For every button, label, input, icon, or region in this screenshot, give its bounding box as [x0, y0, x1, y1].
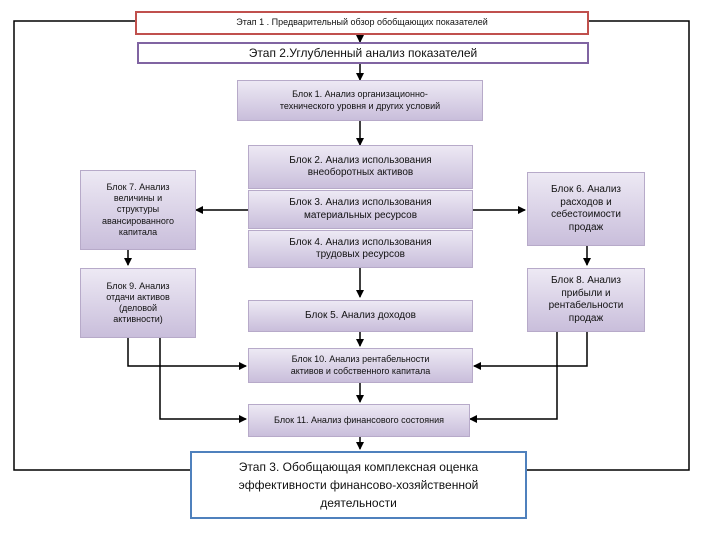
block8-line2: прибыли и [561, 287, 611, 299]
block1: Блок 1. Анализ организационно- техническ… [237, 80, 483, 121]
outer-loop-line [13, 20, 190, 471]
stage1-box: Этап 1 . Предварительный обзор обобщающи… [135, 11, 589, 35]
block9-line2: отдачи активов [106, 291, 170, 302]
block7: Блок 7. Анализ величины и структуры аван… [80, 170, 196, 250]
stage3-box: Этап 3. Обобщающая комплексная оценка эф… [190, 451, 527, 519]
block1-line1: Блок 1. Анализ организационно- [292, 89, 428, 100]
block4-line2: трудовых ресурсов [316, 249, 405, 260]
block6-line1: Блок 6. Анализ [551, 184, 621, 195]
block10: Блок 10. Анализ рентабельности активов и… [248, 348, 473, 383]
arrow-block9-block11 [159, 338, 247, 423]
block6: Блок 6. Анализ расходов и себестоимости … [527, 172, 645, 246]
block9-line3: (деловой [118, 303, 157, 313]
block7-line4: авансированного [102, 215, 174, 226]
block6-line3: себестоимости [551, 209, 621, 220]
arrow-block8-block10 [473, 332, 588, 370]
block4-line1: Блок 4. Анализ использования [289, 236, 432, 248]
stage3-line2: эффективности финансово-хозяйственной [238, 478, 479, 492]
stage2-label: Этап 2.Углубленный анализ показателей [248, 45, 478, 60]
block7-line2: величины и [113, 193, 163, 204]
block10-line1: Блок 10. Анализ рентабельности [291, 354, 430, 365]
stage3-line1: Этап 3. Обобщающая комплексная оценка [238, 460, 479, 474]
block3-line1: Блок 3. Анализ использования [289, 197, 432, 208]
block11: Блок 11. Анализ финансового состояния [248, 404, 470, 437]
block3: Блок 3. Анализ использования материальны… [248, 190, 473, 229]
block4: Блок 4. Анализ использования трудовых ре… [248, 230, 473, 268]
block1-line2: технического уровня и других условий [279, 100, 441, 111]
block3-line2: материальных ресурсов [303, 209, 418, 221]
block2-line2: внеоборотных активов [307, 167, 414, 178]
block2: Блок 2. Анализ использования внеоборотны… [248, 145, 473, 189]
block7-line5: капитала [118, 226, 158, 237]
block9-line4: активности) [113, 314, 163, 325]
block8-line3: рентабельности [548, 300, 624, 311]
block9-line1: Блок 9. Анализ [106, 280, 170, 291]
stage3-line3: деятельности [320, 496, 397, 510]
block9: Блок 9. Анализ отдачи активов (деловой а… [80, 268, 196, 338]
arrow-block9-block10 [127, 338, 247, 370]
block5: Блок 5. Анализ доходов [248, 300, 473, 332]
block7-line3: структуры [116, 204, 160, 215]
block6-line2: расходов и [560, 196, 612, 208]
outer-loop-line-right [527, 20, 690, 471]
block6-line4: продаж [568, 221, 604, 233]
stage1-label: Этап 1 . Предварительный обзор обобщающи… [236, 17, 488, 28]
block11-label: Блок 11. Анализ финансового состояния [274, 414, 444, 425]
block8-line4: продаж [568, 312, 604, 324]
stage2-box: Этап 2.Углубленный анализ показателей [137, 42, 589, 64]
block2-line1: Блок 2. Анализ использования [289, 154, 432, 166]
arrow-block8-block11 [469, 332, 558, 423]
block10-line2: активов и собственного капитала [290, 365, 431, 376]
block7-line1: Блок 7. Анализ [106, 181, 170, 192]
block8-line1: Блок 8. Анализ [550, 275, 621, 286]
block5-label: Блок 5. Анализ доходов [305, 309, 416, 321]
block8: Блок 8. Анализ прибыли и рентабельности … [527, 268, 645, 332]
